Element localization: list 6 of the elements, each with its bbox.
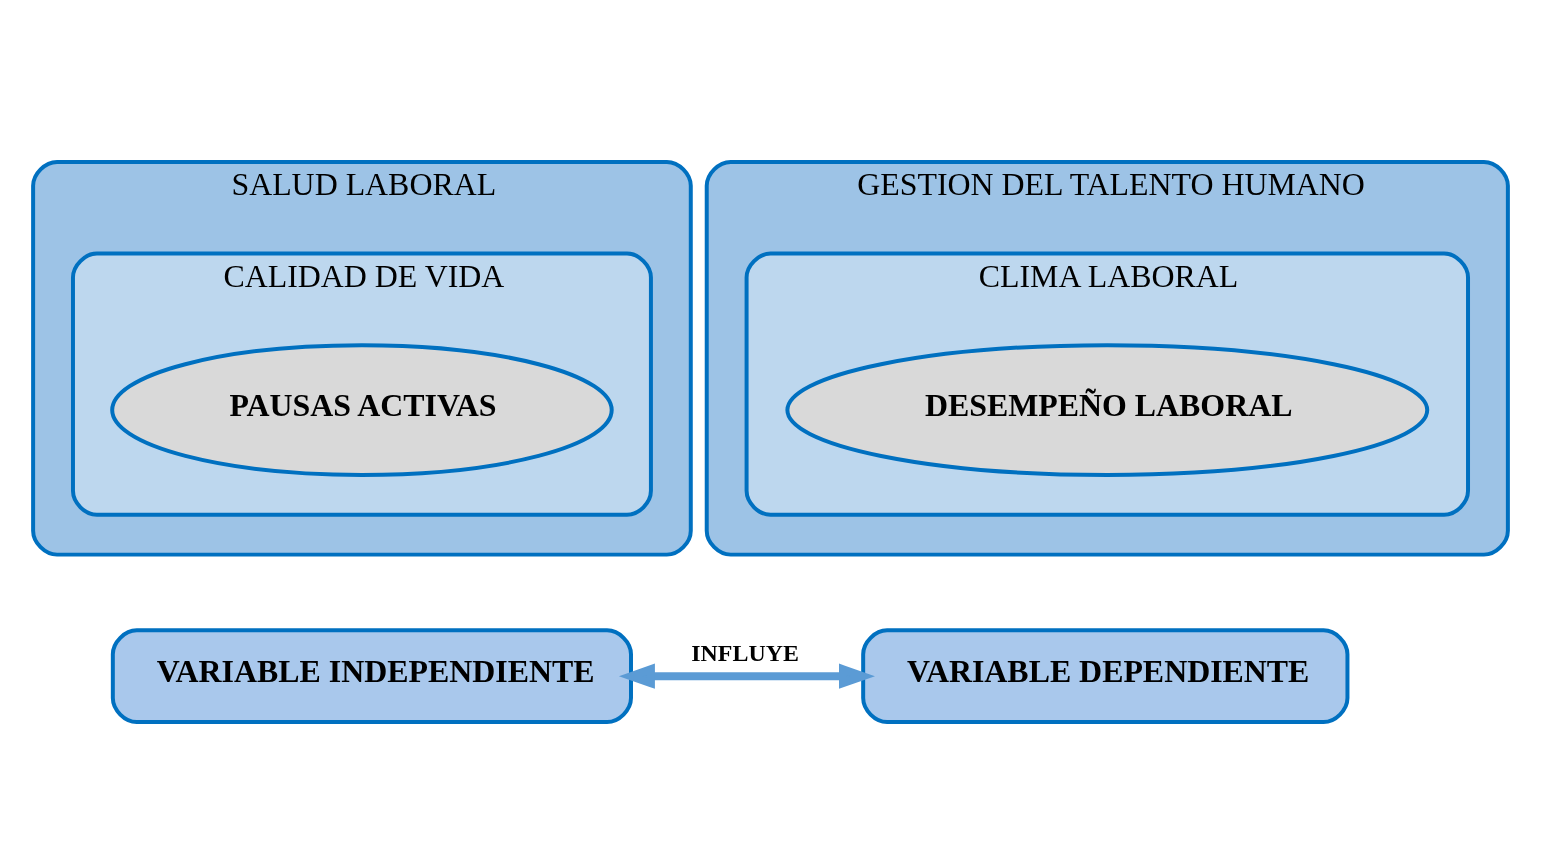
node-ellipse: PAUSAS ACTIVAS — [110, 343, 614, 477]
node-ellipse: DESEMPEÑO LABORAL — [785, 343, 1430, 477]
arrow — [618, 663, 875, 689]
node-box: VARIABLE INDEPENDIENTE — [110, 628, 633, 725]
node-box: VARIABLE DEPENDIENTE — [861, 628, 1350, 725]
edge-label: INFLUYE — [691, 640, 799, 667]
